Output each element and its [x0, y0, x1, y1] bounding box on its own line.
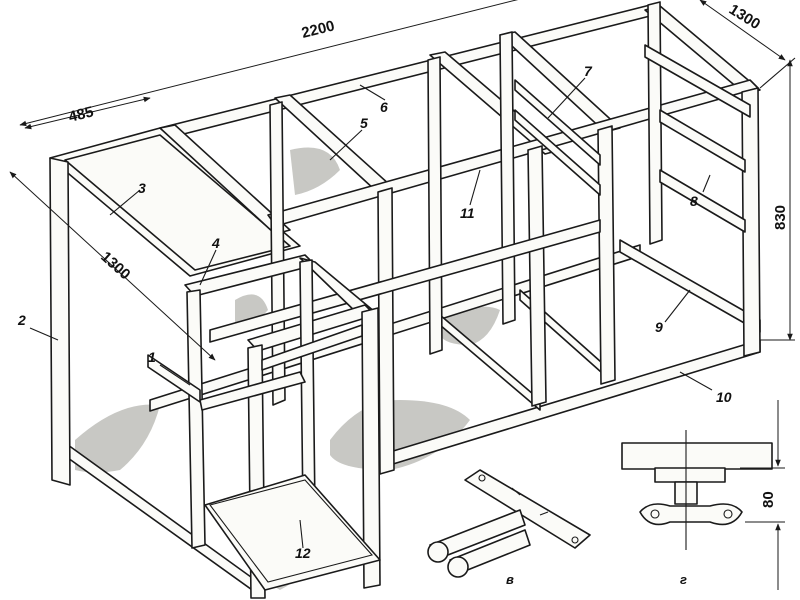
- cab-shelf-12: [204, 474, 381, 591]
- callout-9: 9: [655, 319, 663, 335]
- detail-joint: [621, 400, 785, 590]
- rail-8: [659, 109, 746, 173]
- front-cabinet: [147, 254, 381, 599]
- callout-1: 1: [148, 349, 156, 365]
- callout-7: 7: [584, 63, 593, 79]
- callout-6: 6: [380, 99, 388, 115]
- post-front-b: [527, 145, 547, 407]
- joint-beam: [621, 442, 773, 470]
- callout-10: 10: [716, 389, 732, 405]
- leader-lines: [29, 77, 713, 549]
- callout-2: 2: [17, 312, 26, 328]
- rail-8-lower: [659, 169, 746, 233]
- dim-1300-top: 1300: [726, 1, 763, 33]
- cab-mid-rail: [199, 371, 306, 411]
- dim-80: 80: [760, 491, 777, 508]
- dim-485: 485: [67, 103, 95, 126]
- cab-post-front-right: [361, 307, 381, 589]
- rail-9: [619, 239, 761, 333]
- detail-label-g: г: [680, 572, 687, 587]
- dim-2200: 2200: [300, 17, 336, 42]
- dim-830: 830: [772, 205, 789, 230]
- cab-post-back-left: [186, 289, 206, 549]
- callout-8: 8: [690, 193, 698, 209]
- callout-12: 12: [295, 545, 311, 561]
- rail-6: [159, 4, 651, 141]
- detail-bracket: [427, 469, 591, 578]
- callout-3: 3: [138, 180, 146, 196]
- post-2: [49, 157, 71, 486]
- callout-11: 11: [460, 205, 475, 221]
- callout-5: 5: [360, 115, 368, 131]
- detail-label-v: в: [506, 572, 514, 587]
- joint-plate: [639, 503, 743, 526]
- callout-labels: 1 2 3 4 5 6 7 8 9 10 11 12 в г: [17, 63, 732, 587]
- dim-1300-side: 1300: [97, 248, 133, 283]
- post-back-b: [427, 56, 443, 355]
- post-right-front: [741, 87, 761, 357]
- callout-4: 4: [211, 235, 220, 251]
- dimension-lines: [9, 0, 796, 361]
- post-front-a: [377, 187, 395, 475]
- bracket-plate: [464, 469, 591, 549]
- cab-side-rail: [261, 324, 363, 371]
- post-back-c: [499, 31, 516, 325]
- post-front-c: [597, 125, 616, 385]
- rail-1: [147, 354, 201, 403]
- post-right-back: [647, 1, 663, 245]
